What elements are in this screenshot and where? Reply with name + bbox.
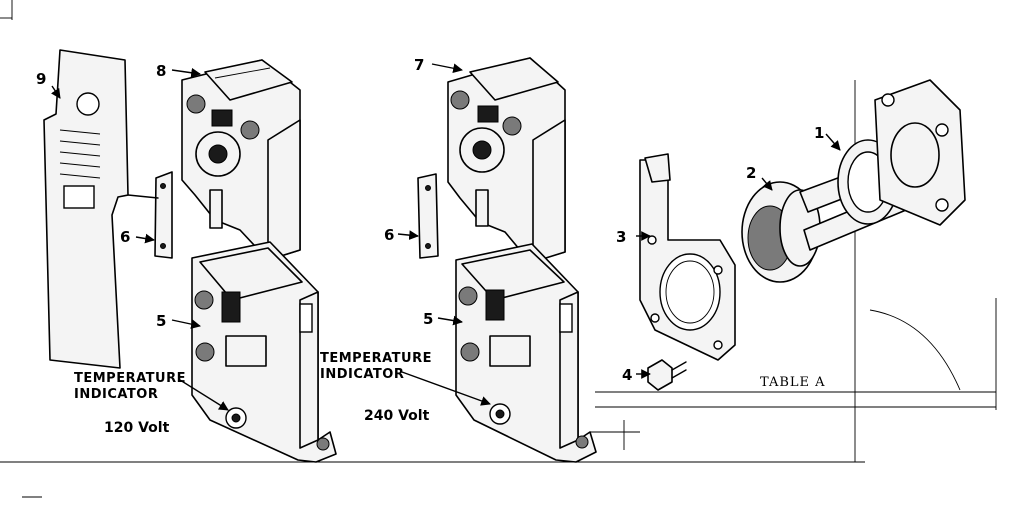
callout-5-left: 5 bbox=[156, 312, 166, 330]
part-3-gasket bbox=[639, 153, 736, 361]
part-4-screw bbox=[647, 359, 687, 391]
temperature-indicator-left-line2: INDICATOR bbox=[74, 387, 158, 402]
part-6-bracket-left bbox=[127, 171, 173, 259]
callout-6-right: 6 bbox=[384, 226, 394, 244]
labels: TEMPERATURE INDICATOR 120 Volt TEMPERATU… bbox=[74, 351, 826, 436]
part-5-thermostat-lower-left bbox=[191, 241, 337, 463]
part-6-bracket-right bbox=[417, 173, 439, 259]
voltage-240-label: 240 Volt bbox=[364, 408, 430, 424]
callout-arrows bbox=[51, 63, 841, 411]
temperature-indicator-right-line2: INDICATOR bbox=[320, 367, 404, 382]
callout-8: 8 bbox=[156, 62, 166, 80]
callout-3: 3 bbox=[616, 228, 626, 246]
tank-flange-mount bbox=[874, 79, 966, 226]
callout-7: 7 bbox=[414, 56, 424, 74]
callout-1: 1 bbox=[814, 124, 824, 142]
temperature-indicator-left-line1: TEMPERATURE bbox=[74, 371, 186, 386]
part-5-thermostat-lower-right bbox=[455, 243, 597, 463]
callout-5-right: 5 bbox=[423, 310, 433, 328]
temperature-indicator-right-line1: TEMPERATURE bbox=[320, 351, 432, 366]
table-a-label: TABLE A bbox=[760, 375, 826, 390]
part-7-thermostat-upper-right bbox=[447, 57, 566, 263]
voltage-120-label: 120 Volt bbox=[104, 420, 170, 436]
callout-6-left: 6 bbox=[120, 228, 130, 246]
callout-9: 9 bbox=[36, 70, 46, 88]
part-9-cover-plate bbox=[43, 49, 129, 369]
part-8-thermostat-upper-left bbox=[181, 59, 301, 261]
callout-4: 4 bbox=[622, 366, 632, 384]
callout-numbers: 9 8 6 5 7 6 5 3 4 2 1 bbox=[36, 56, 824, 384]
callout-2: 2 bbox=[746, 164, 756, 182]
